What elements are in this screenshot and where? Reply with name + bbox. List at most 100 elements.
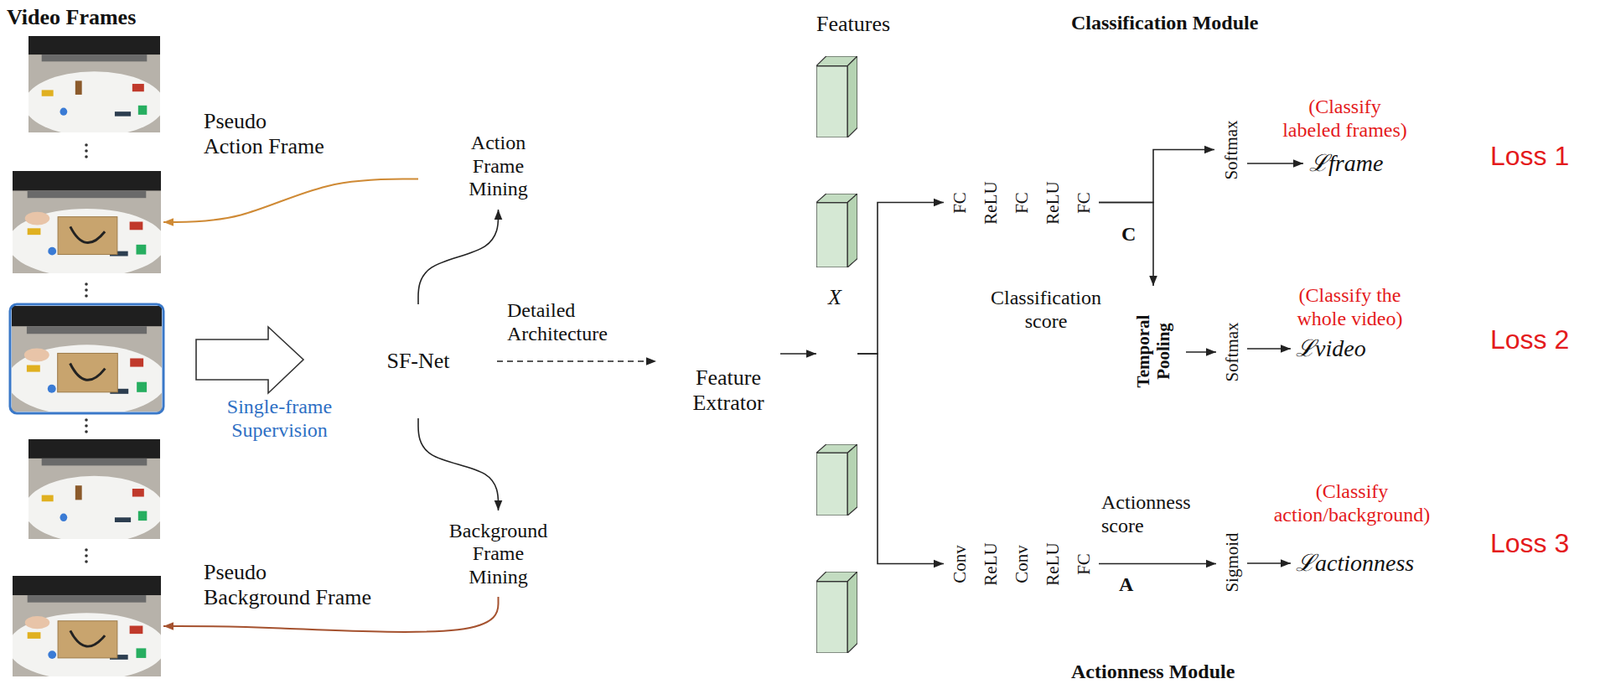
node-text-holder: Conv [1010, 505, 1031, 623]
video-frame-outline [10, 168, 164, 276]
module-box: Actionness ModuleConvReLUConvReLUFC(Clas… [908, 459, 1450, 659]
cube-face [816, 323, 848, 394]
loss-output-arrows [1247, 562, 1291, 565]
connector-arrow [1185, 351, 1217, 353]
ellipsis-dots [84, 418, 89, 422]
node-text: Conv [1010, 544, 1031, 584]
node-text: Softmax [1221, 321, 1242, 382]
node-text: (Classify the whole video) [1284, 284, 1415, 331]
node-text: Temporal Pooling [1133, 300, 1174, 402]
loss-output-arrows [1247, 162, 1304, 165]
layer-block: Softmax [1214, 89, 1248, 210]
ellipsis-dots [84, 143, 89, 564]
node-text: Sigmoid [1221, 532, 1242, 592]
feature-cube [816, 444, 858, 516]
loss-output-arrows [1247, 347, 1291, 350]
ellipsis-dots [84, 424, 89, 428]
ellipsis-dots [84, 149, 89, 153]
node-text: X [828, 284, 842, 311]
node-text: Action Frame Mining [445, 131, 551, 202]
loss-callout: (Classify the whole video)ℒvideoLoss 2So… [1204, 262, 1447, 431]
node-text-holder: ℒvideo [1295, 335, 1397, 363]
feature-cubes [816, 56, 858, 653]
mining-box: Action Frame Mining [418, 122, 579, 210]
score-label: Actionness score [1101, 491, 1197, 538]
feature-cube-outline [816, 314, 858, 394]
node-text-holder: Temporal Pooling [1133, 300, 1174, 402]
node-text: ℒframe [1309, 150, 1383, 177]
score-label-holder: Classification score [983, 286, 1109, 333]
node-text: Background Frame Mining [445, 518, 551, 589]
feature-cube [816, 571, 858, 653]
node-text-holder: (Classify the whole video) [1284, 284, 1415, 331]
matrix-symbol: A [1118, 573, 1134, 597]
layer-block: Conv [943, 502, 975, 625]
layer-block: FC [1067, 137, 1099, 268]
node-text: Loss 1 [1490, 140, 1569, 172]
node-text-holder: ReLU [979, 505, 1000, 623]
connector-arrow [418, 209, 499, 305]
node-text: Feature Extrator [688, 365, 769, 416]
ellipsis-dots [84, 288, 89, 292]
node-text-holder: (Classify action/background) [1268, 480, 1436, 527]
mining-box: Background Frame Mining [418, 510, 579, 597]
node-text: FC [1072, 191, 1093, 214]
node-text: Features [816, 11, 891, 37]
node-text-holder: Softmax [1220, 91, 1241, 209]
layer-block: FC [1005, 137, 1037, 268]
hollow-arrow [196, 326, 304, 394]
feature-extractor: Feature Extrator [676, 265, 781, 516]
layer-block: Sigmoid [1216, 500, 1248, 625]
node-text-holder: Actionness Module [1071, 661, 1290, 682]
node-text: (Classify action/background) [1268, 480, 1436, 527]
node-text: ℒactionness [1295, 549, 1414, 577]
supervision-note: Single-frame Supervision [222, 395, 337, 442]
node-text-holder: Loss 2 [1490, 324, 1591, 356]
node-text: ReLU [979, 181, 1000, 224]
connector-arrow [163, 179, 419, 223]
layer-block: ReLU [974, 502, 1006, 625]
feature-cube [816, 193, 858, 268]
trapezoid-shape [677, 266, 780, 515]
node-text-holder: Classification Module [1071, 11, 1290, 36]
node-text-holder: ReLU [1041, 144, 1062, 262]
node-text: ReLU [1041, 181, 1062, 224]
node-text-holder: Action Frame Mining [445, 131, 551, 202]
node-text-holder: Loss 3 [1490, 528, 1591, 560]
node-text: ReLU [979, 542, 1000, 586]
layer-block: Temporal Pooling [1120, 285, 1186, 417]
matrix-symbol-holder: A [1118, 573, 1140, 597]
node-text: Classification Module [1071, 11, 1259, 36]
connector-arrow [497, 360, 657, 363]
video-frame: Pseudo Action Frame [10, 168, 164, 276]
connector-arrow [857, 353, 944, 565]
layer-block: Conv [1005, 502, 1037, 625]
node-text-holder: FC [948, 144, 969, 262]
node-text-holder: Conv [948, 505, 969, 623]
node-text-holder: ℒactionness [1295, 549, 1439, 577]
cube-outline [816, 314, 858, 394]
node-text-holder: Features [816, 11, 917, 37]
connector-arrow [857, 202, 944, 355]
video-frame-outline [10, 573, 164, 679]
ellipsis-dots [84, 548, 89, 552]
loss-callout: (Classify labeled frames)ℒframeLoss 1Sof… [1186, 67, 1447, 234]
node-text: FC [1010, 191, 1031, 214]
column-heading: Video Frames [6, 5, 136, 31]
node-text: Softmax [1220, 119, 1241, 180]
node-text: SF-Net [386, 348, 450, 374]
node-text-holder: Pseudo Action Frame [203, 108, 328, 160]
module-box: Classification ModuleFCReLUFCReLUFC(Clas… [906, 46, 1450, 420]
network-box: SF-Net [339, 304, 498, 419]
node-text: Pseudo Background Frame [203, 559, 375, 611]
layer-block: ReLU [974, 137, 1006, 268]
node-text-holder: Sigmoid [1221, 503, 1242, 622]
layer-block: ReLU [1036, 137, 1068, 268]
node-text: Pseudo Action Frame [203, 108, 328, 160]
node-text-holder: ℒframe [1309, 150, 1410, 177]
video-frame-picture [6, 305, 167, 416]
layer-block: Softmax [1216, 290, 1248, 414]
ellipsis-dots [84, 554, 89, 558]
connector-arrow [418, 418, 499, 511]
